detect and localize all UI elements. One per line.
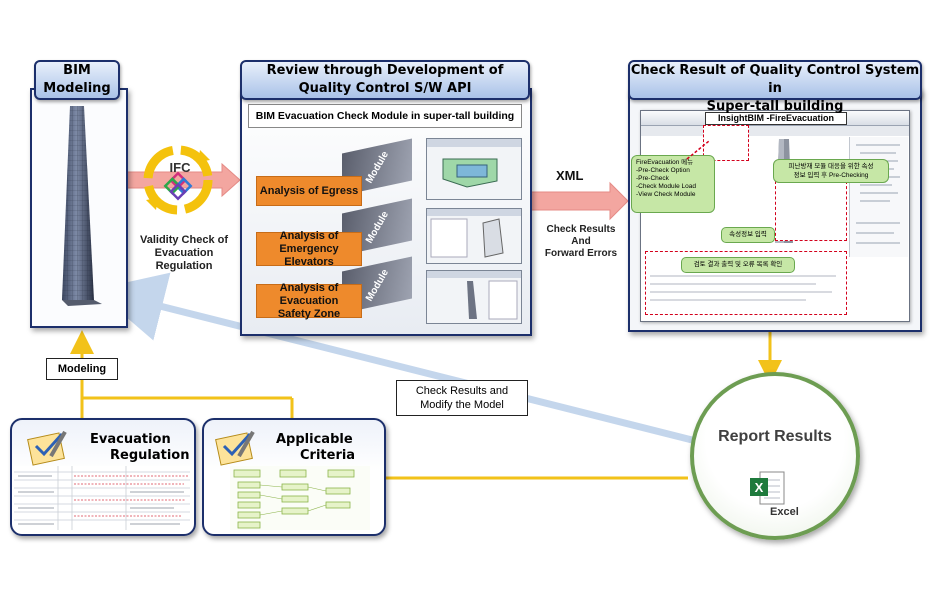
module-1-label-line1: Analysis of Egress bbox=[259, 184, 359, 197]
criteria-checklist-icon bbox=[215, 430, 255, 466]
egress-screenshot bbox=[426, 138, 522, 200]
ifc-caption: Validity Check of Evacuation Regulation bbox=[126, 234, 242, 273]
app-toolbar bbox=[641, 126, 909, 136]
callout-arrow-menu bbox=[686, 140, 710, 160]
evac-reg-panel: Evacuation Regulation bbox=[10, 418, 196, 536]
feedback-label: Check Results and Modify the Model bbox=[396, 380, 528, 416]
property-dialog bbox=[775, 181, 847, 241]
bim-title-line2: Modeling bbox=[43, 81, 111, 96]
module-safety-zone-box: Analysis of Evacuation Safety Zone bbox=[256, 281, 362, 320]
callout-results: 검토 결과 출력 및 오류 목록 확인 bbox=[681, 257, 795, 273]
criteria-title-line2: Criteria bbox=[300, 448, 356, 463]
callout-pre-checking: 피난방재 모듈 대응을 위한 속성 정보 입력 후 Pre-Checking bbox=[773, 159, 889, 183]
xml-label: XML bbox=[556, 168, 584, 183]
review-subtitle: BIM Evacuation Check Module in super-tal… bbox=[255, 110, 515, 122]
check-header: Check Result of Quality Control System i… bbox=[628, 60, 922, 114]
callout-menu-line5: -View Check Module bbox=[636, 191, 696, 198]
egress-plan-image bbox=[427, 139, 521, 188]
elevator-screenshot bbox=[426, 208, 522, 264]
xml-caption-line2: And bbox=[571, 236, 591, 247]
check-title-line1: Check Result of Quality Control System i… bbox=[630, 63, 920, 96]
check-title-line2: Super-tall building bbox=[706, 99, 844, 114]
elevator-view-image bbox=[427, 209, 521, 258]
review-panel: BIM Evacuation Check Module in super-tal… bbox=[240, 88, 532, 336]
review-header: Review through Development of Quality Co… bbox=[240, 60, 530, 100]
review-title-line1: Review through Development of bbox=[266, 63, 504, 78]
review-subtitle-box: BIM Evacuation Check Module in super-tal… bbox=[248, 104, 522, 128]
module-3-label-line2: Safety Zone bbox=[277, 307, 341, 320]
criteria-flow-image bbox=[230, 466, 370, 530]
ifc-caption-line1: Validity Check of bbox=[139, 234, 229, 246]
xml-caption-line3: Forward Errors bbox=[544, 248, 618, 259]
app-window-title: InsightBIM -FireEvacuation bbox=[705, 112, 847, 125]
module-elevators-box: Analysis of Emergency Elevators bbox=[256, 229, 362, 268]
review-title-line2: Quality Control S/W API bbox=[298, 81, 472, 96]
excel-icon: X bbox=[750, 471, 785, 505]
report-circle: Report Results X Excel bbox=[690, 372, 860, 540]
module-2-label-line2: Emergency Elevators bbox=[279, 242, 339, 268]
bim-title-line1: BIM bbox=[63, 63, 91, 78]
callout-menu-line3: -Pre-Check bbox=[636, 175, 669, 182]
xml-caption: Check Results And Forward Errors bbox=[534, 224, 628, 260]
tree-lines bbox=[856, 144, 900, 244]
safety-zone-screenshot bbox=[426, 270, 522, 324]
callout-bottom-text: 검토 결과 출력 및 오류 목록 확인 bbox=[693, 261, 783, 268]
criteria-panel: Applicable Criteria bbox=[202, 418, 386, 536]
ifc-cycle-icon bbox=[143, 145, 213, 215]
pink-arrow-to-check bbox=[529, 181, 629, 221]
module-egress-box: Analysis of Egress bbox=[256, 176, 362, 206]
callout-mid-text: 속성정보 입력 bbox=[729, 231, 767, 238]
modeling-label: Modeling bbox=[46, 358, 118, 380]
regulation-table-image bbox=[14, 466, 190, 530]
evac-reg-title-line2: Regulation bbox=[110, 448, 190, 463]
ifc-label: IFC bbox=[169, 160, 191, 175]
property-tree-panel bbox=[849, 137, 908, 257]
evac-reg-title-line1: Evacuation bbox=[90, 432, 171, 447]
building-model-image bbox=[62, 106, 102, 306]
feedback-arrow bbox=[94, 272, 701, 446]
report-title: Report Results bbox=[718, 428, 832, 445]
feedback-line1: Check Results and bbox=[415, 385, 509, 397]
bim-header: BIM Modeling bbox=[34, 60, 120, 100]
checklist-icon bbox=[27, 430, 67, 466]
callout-property-input: 속성정보 입력 bbox=[721, 227, 775, 243]
results-lines bbox=[650, 275, 836, 301]
bim-panel bbox=[30, 88, 128, 328]
excel-label: Excel bbox=[770, 506, 799, 518]
feedback-line2: Modify the Model bbox=[420, 399, 504, 411]
module-3-label-line1: Analysis of Evacuation bbox=[279, 281, 339, 307]
callout-fire-menu: FireEvacuation 메뉴 -Pre-Check Option -Pre… bbox=[631, 155, 715, 213]
callout-right-line2: 정보 입력 후 Pre-Checking bbox=[793, 172, 869, 179]
callout-menu-line1: FireEvacuation 메뉴 bbox=[636, 159, 694, 166]
callout-right-line1: 피난방재 모듈 대응을 위한 속성 bbox=[788, 163, 874, 170]
criteria-title-line1: Applicable bbox=[276, 432, 353, 447]
safety-zone-view-image bbox=[427, 271, 521, 320]
callout-menu-line4: -Check Module Load bbox=[636, 183, 696, 190]
ifc-caption-line2: Evacuation Regulation bbox=[154, 247, 214, 272]
module-2-label-line1: Analysis of bbox=[279, 229, 339, 242]
app-window: InsightBIM -FireEvacuation bbox=[631, 110, 910, 322]
check-panel: InsightBIM -FireEvacuation bbox=[628, 88, 922, 332]
svg-text:X: X bbox=[755, 480, 764, 495]
xml-caption-line1: Check Results bbox=[546, 224, 616, 235]
modeling-label-text: Modeling bbox=[57, 363, 107, 375]
callout-menu-line2: -Pre-Check Option bbox=[636, 167, 690, 174]
